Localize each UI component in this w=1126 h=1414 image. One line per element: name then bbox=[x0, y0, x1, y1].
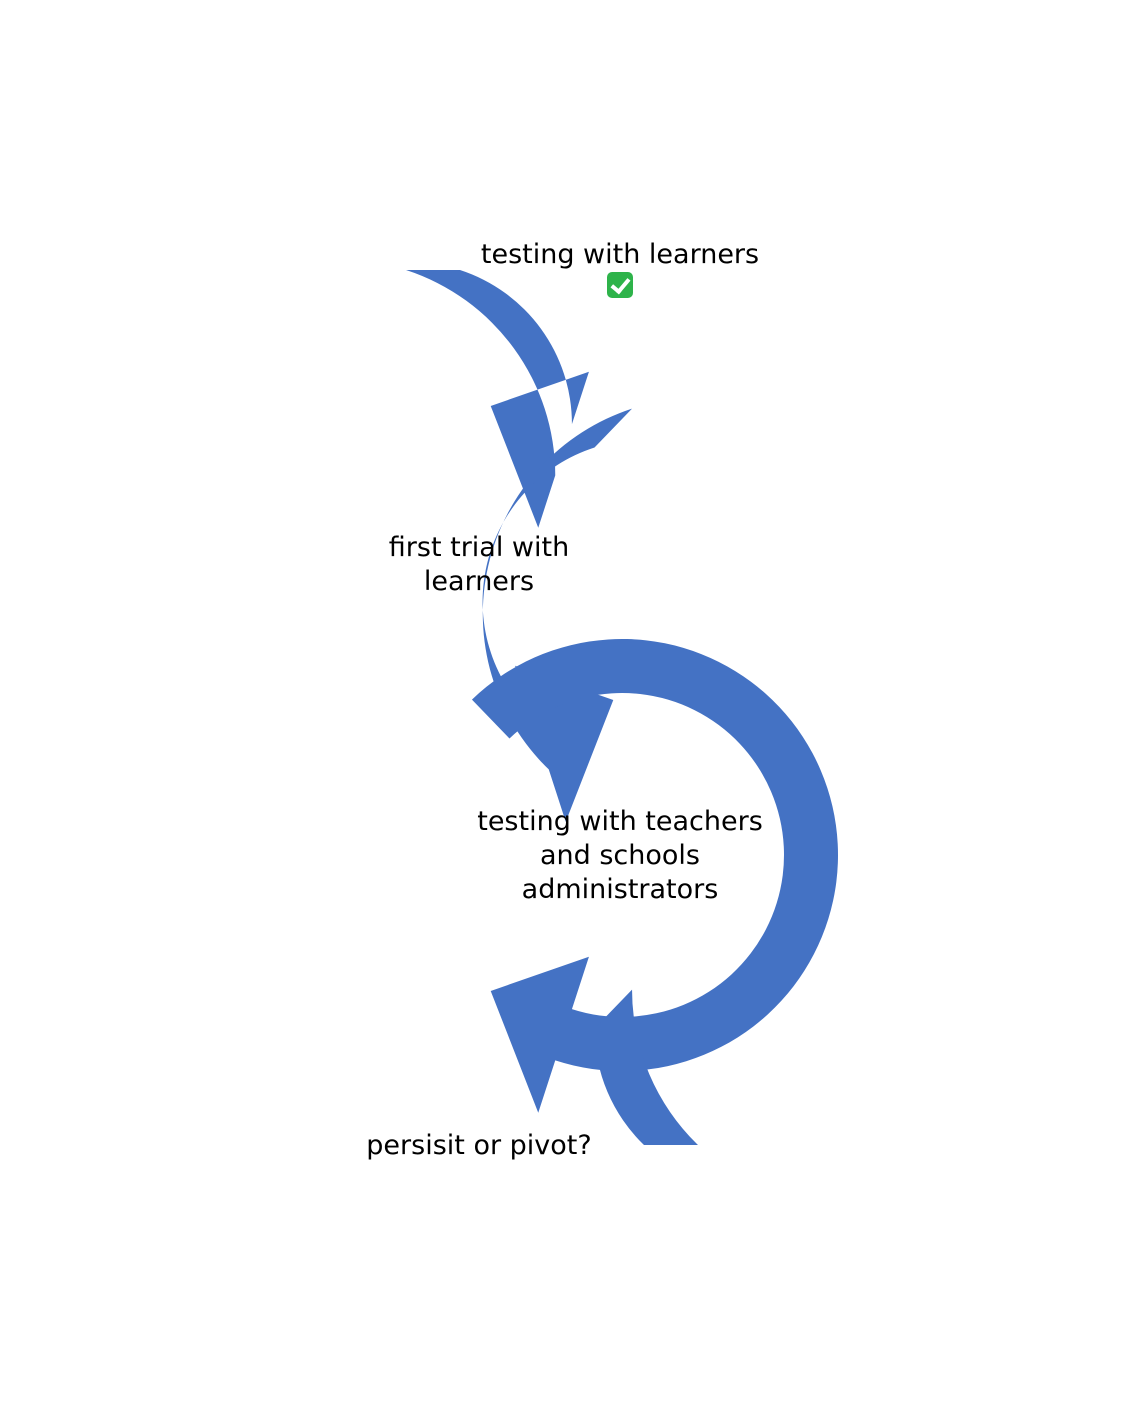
step-1-text: testing with learners bbox=[480, 239, 760, 270]
check-mark-icon bbox=[607, 272, 633, 298]
step-4-text: persisit or pivot? bbox=[366, 1130, 592, 1161]
step-2-text-line-1: first trial with bbox=[388, 532, 570, 563]
arrow-step-1 bbox=[406, 270, 589, 528]
arrow-step-3 bbox=[471, 639, 838, 1113]
step-label-testing-with-teachers: testing with teachers and schools admini… bbox=[460, 805, 780, 907]
step-3-text-line-2: and schools bbox=[539, 840, 700, 871]
arrow-step-4 bbox=[594, 989, 698, 1145]
step-2-text-line-2: learners bbox=[423, 566, 535, 597]
step-label-first-trial: first trial with learners bbox=[319, 531, 639, 599]
step-label-persist-or-pivot: persisit or pivot? bbox=[319, 1129, 639, 1163]
step-label-testing-with-learners: testing with learners bbox=[460, 238, 780, 298]
arrow-step-2 bbox=[482, 408, 633, 822]
step-3-text-line-1: testing with teachers bbox=[477, 806, 763, 837]
step-3-text-line-3: administrators bbox=[521, 874, 719, 905]
